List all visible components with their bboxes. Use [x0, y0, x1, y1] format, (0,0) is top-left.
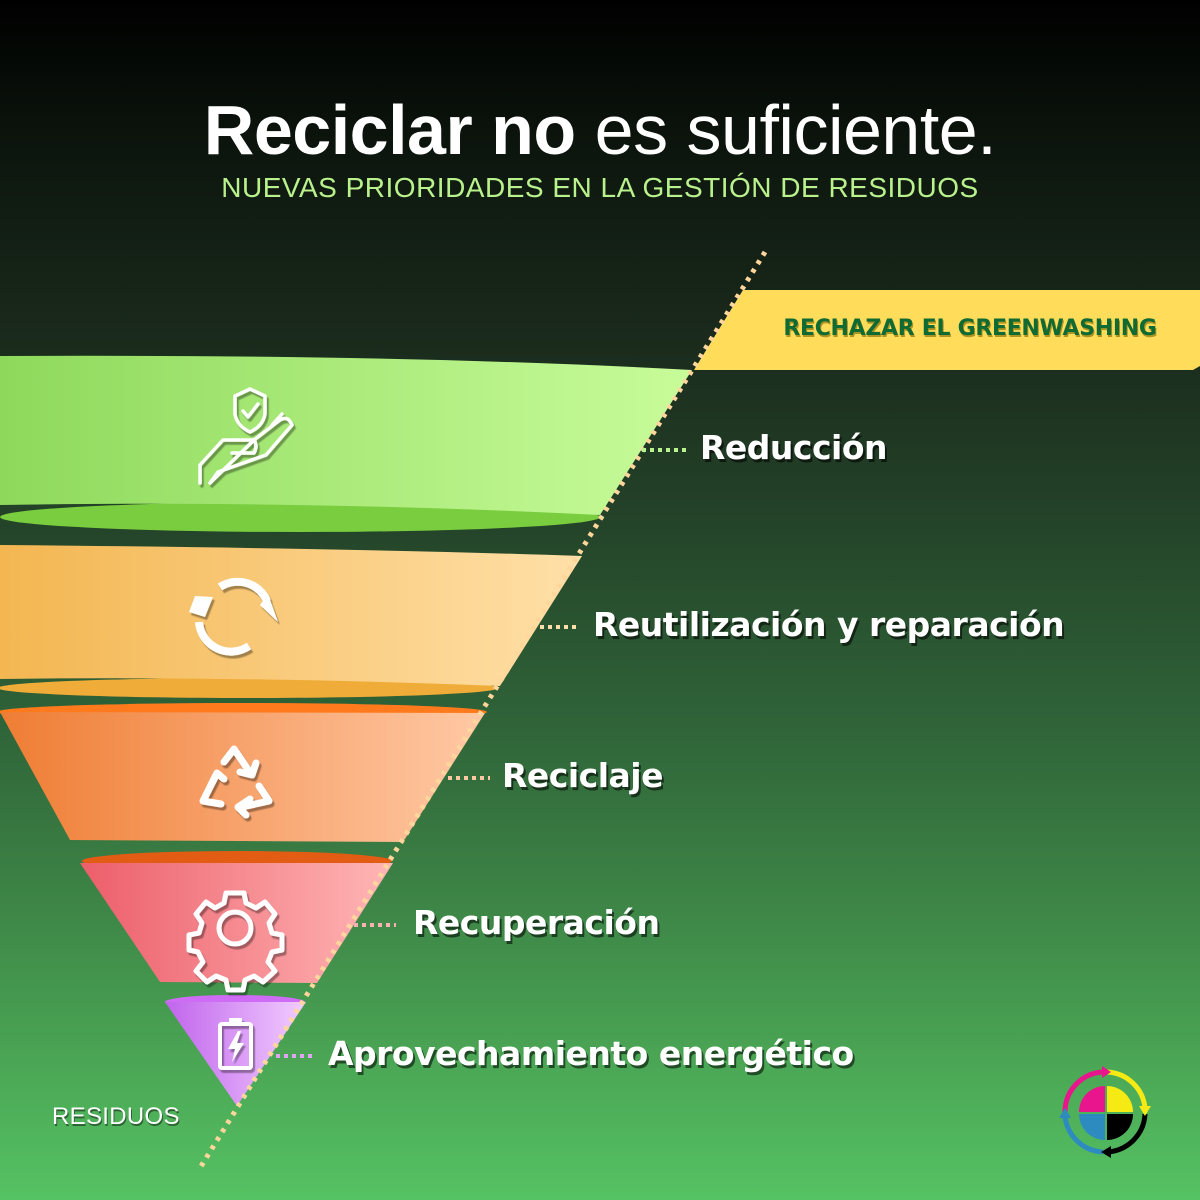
funnel-level-reciclaje	[0, 703, 487, 842]
residuos-label: RESIDUOS	[52, 1103, 180, 1130]
title-light: es suficiente.	[594, 91, 997, 169]
funnel-level-reduccion	[0, 355, 692, 532]
battery-charging-icon	[218, 1018, 253, 1070]
funnel-level-reutilizacion	[0, 545, 582, 698]
page-title: Reciclar no es suficiente.	[0, 92, 1200, 168]
refresh-cycle-icon	[189, 577, 278, 656]
level-label-reutilizacion: Reutilización y reparación	[593, 605, 1065, 644]
hand-shield-icon	[198, 387, 294, 485]
level-label-reciclaje: Reciclaje	[502, 756, 664, 795]
level-label-recuperacion: Recuperación	[413, 903, 660, 942]
gear-icon	[186, 890, 285, 993]
funnel-level-recuperacion	[80, 851, 393, 983]
greenwashing-banner-label: RECHAZAR EL GREENWASHING	[783, 316, 1157, 341]
level-label-aprovechamiento: Aprovechamiento energético	[328, 1034, 854, 1073]
level-label-reduccion: Reducción	[700, 428, 888, 467]
recycle-icon	[199, 745, 273, 819]
greenwashing-banner	[694, 290, 1200, 370]
title-bold: Reciclar no	[203, 91, 576, 169]
cmyk-cycle-logo-icon	[1059, 1066, 1151, 1158]
page-subtitle: NUEVAS PRIORIDADES EN LA GESTIÓN DE RESI…	[221, 172, 979, 203]
